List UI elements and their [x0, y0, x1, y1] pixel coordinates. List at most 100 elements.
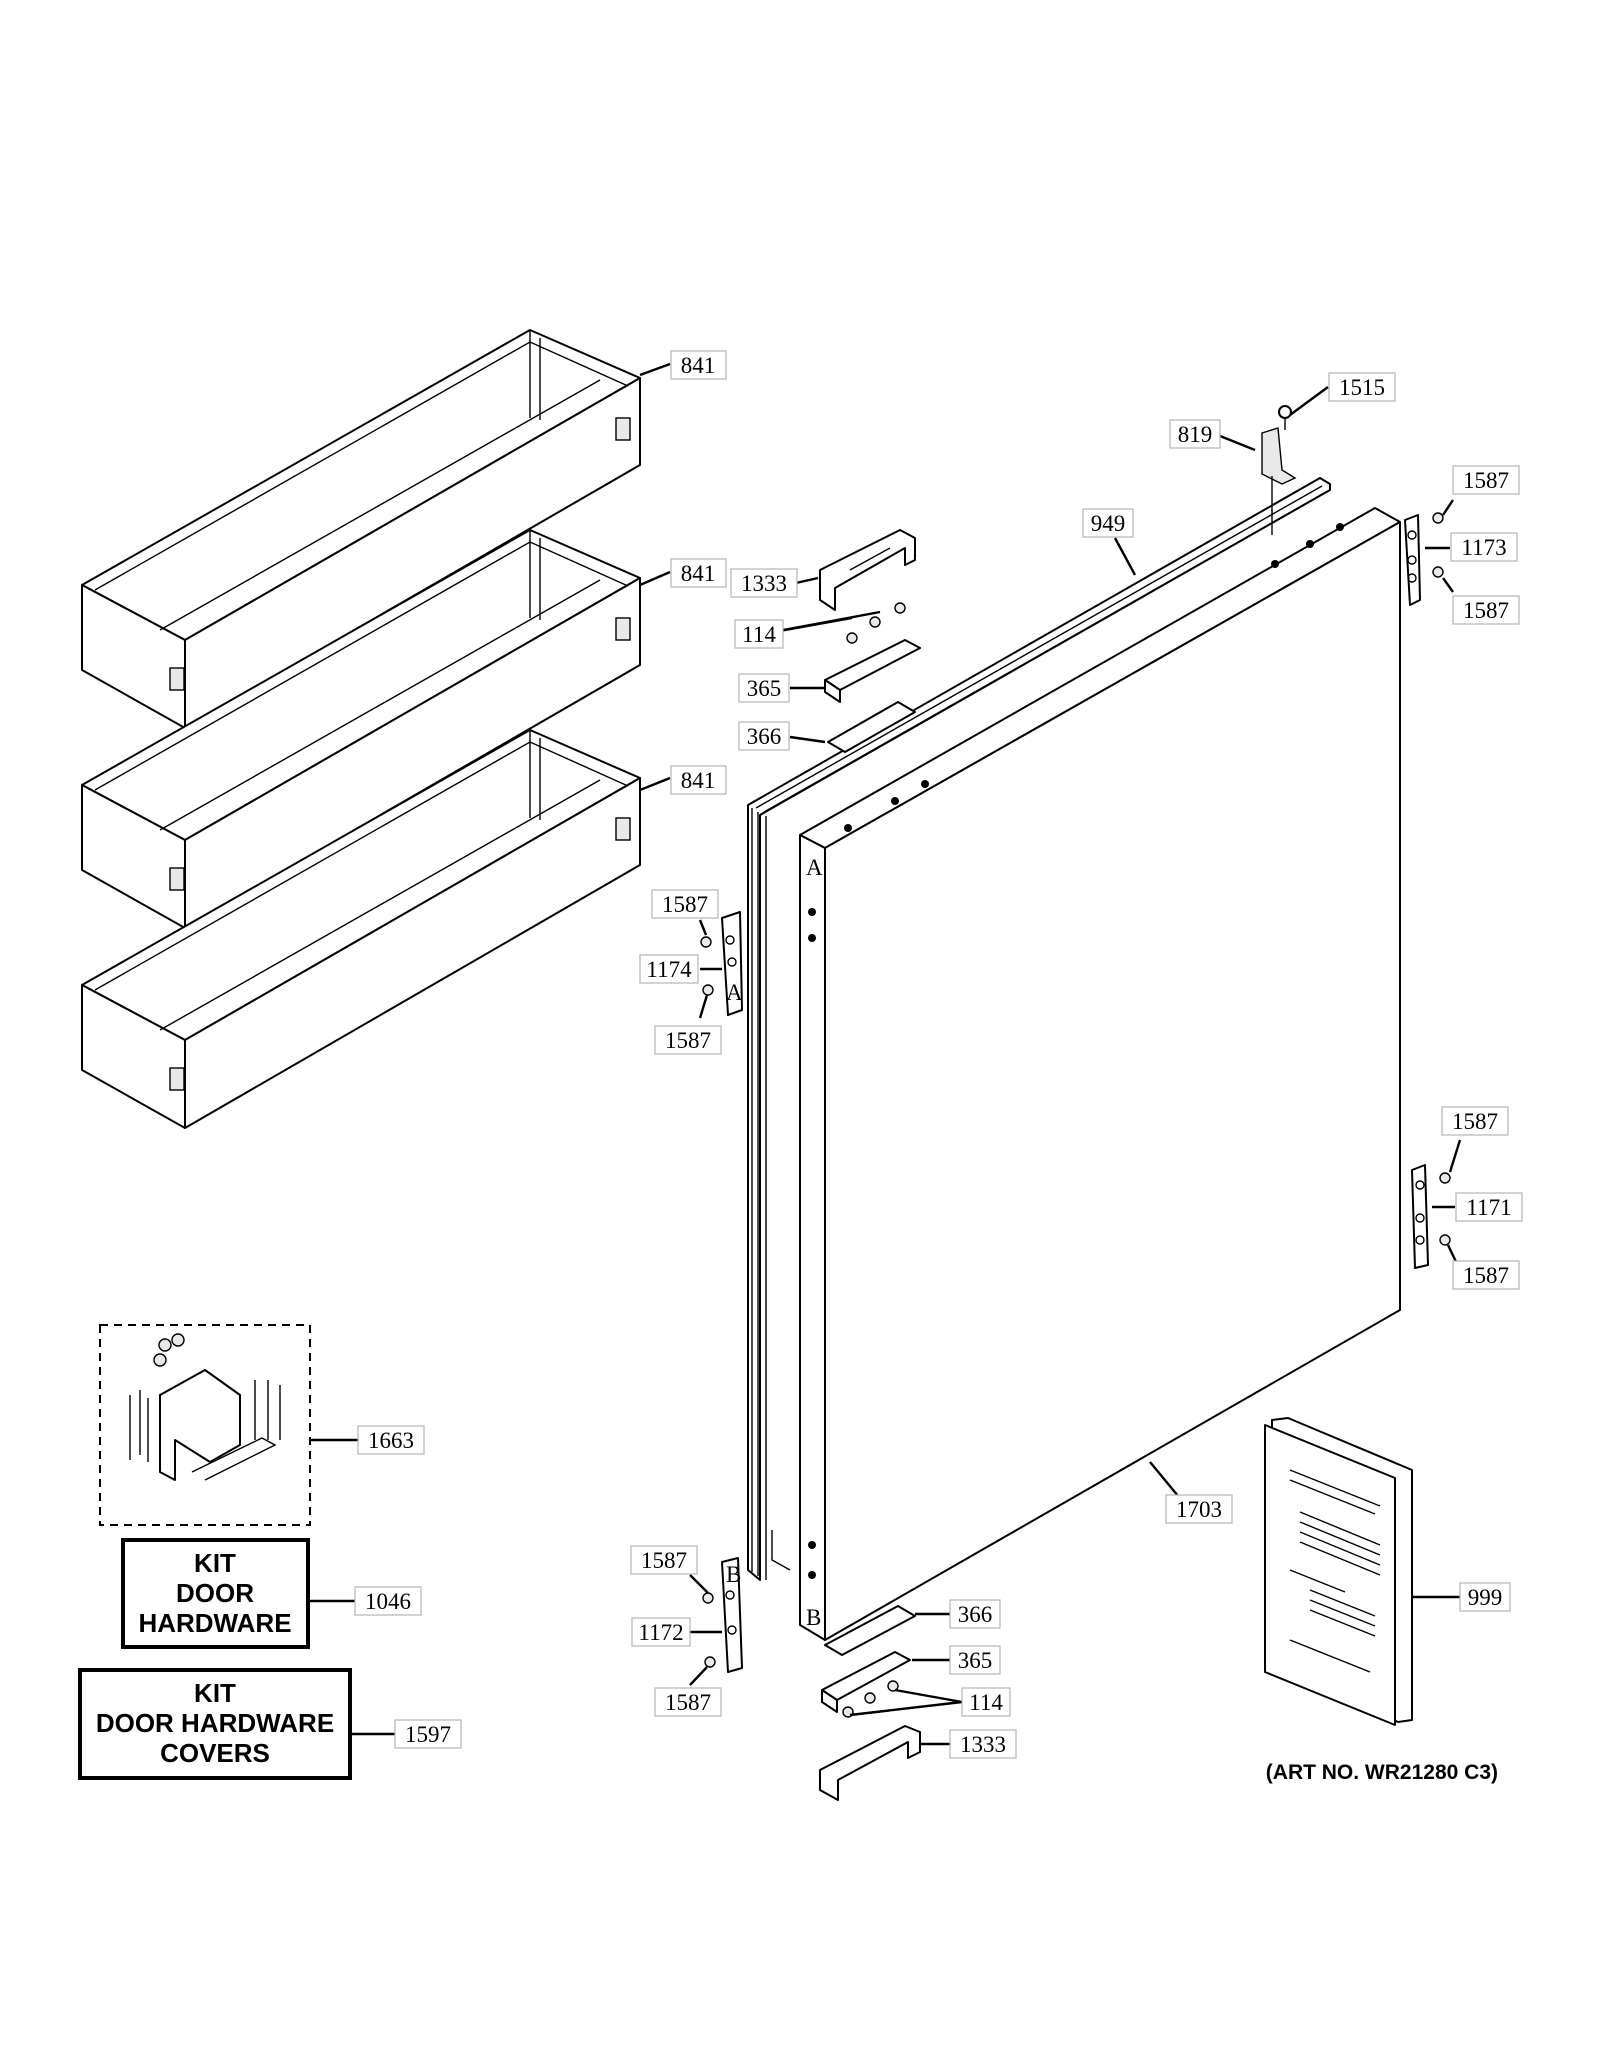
label-1587-d: 1587: [654, 1025, 722, 1055]
svg-text:1587: 1587: [1463, 468, 1509, 493]
kit-1663: [99, 1324, 311, 1526]
shim-top: [827, 701, 916, 753]
screw-icon: [869, 616, 881, 628]
kit-door-hardware-box: KIT DOOR HARDWARE: [121, 1538, 310, 1649]
svg-text:1587: 1587: [1452, 1109, 1498, 1134]
label-366-bottom: 366: [949, 1599, 1001, 1629]
door-panel: A B: [799, 507, 1401, 1641]
label-1663: 1663: [357, 1425, 425, 1455]
label-1173: 1173: [1450, 532, 1518, 562]
screw-icon: [1432, 566, 1444, 578]
top-bracket: [1261, 427, 1297, 535]
svg-text:1703: 1703: [1176, 1497, 1222, 1522]
label-1333-bottom: 1333: [949, 1729, 1017, 1759]
label-365-bottom: 365: [949, 1645, 1001, 1675]
screw-icon: [702, 984, 714, 996]
svg-text:1587: 1587: [662, 892, 708, 917]
hinge-top: [824, 639, 921, 703]
screw-1515-icon: [1278, 405, 1292, 430]
kit-door-hardware-line3: HARDWARE: [138, 1608, 291, 1638]
shim-bottom: [824, 1605, 916, 1656]
svg-text:1587: 1587: [641, 1548, 687, 1573]
door-gasket: [747, 477, 1331, 1581]
door-bin-bottom: [81, 729, 641, 1129]
svg-text:1174: 1174: [646, 957, 692, 982]
svg-text:841: 841: [681, 561, 716, 586]
svg-text:1172: 1172: [638, 1620, 683, 1645]
svg-text:1587: 1587: [1463, 598, 1509, 623]
art-number: (ART NO. WR21280 C3): [1266, 1761, 1498, 1784]
label-1333-top: 1333: [730, 568, 798, 598]
hinge-1174: A: [721, 911, 743, 1016]
hinge-marker-b: B: [806, 1605, 821, 1630]
svg-text:1333: 1333: [741, 571, 787, 596]
svg-text:999: 999: [1468, 1585, 1503, 1610]
label-819: 819: [1169, 419, 1221, 449]
kit-door-hardware-covers-box: KIT DOOR HARDWARE COVERS: [78, 1668, 352, 1780]
label-1046: 1046: [354, 1586, 422, 1616]
owners-manual: [1264, 1417, 1413, 1726]
label-1587-e: 1587: [1441, 1106, 1509, 1136]
label-1174: 1174: [639, 954, 699, 984]
hinge-1172: B: [721, 1557, 743, 1673]
label-1587-g: 1587: [630, 1545, 698, 1575]
label-1703: 1703: [1165, 1494, 1233, 1524]
svg-text:114: 114: [742, 622, 776, 647]
hinge-1173: [1404, 514, 1421, 606]
screw-icon: [1439, 1234, 1451, 1246]
label-1587-a: 1587: [1452, 465, 1520, 495]
label-1587-h: 1587: [654, 1687, 722, 1717]
label-841-middle: 841: [670, 558, 727, 588]
svg-text:1597: 1597: [405, 1722, 451, 1747]
svg-text:1173: 1173: [1461, 535, 1506, 560]
svg-text:841: 841: [681, 353, 716, 378]
label-114-top: 114: [734, 619, 784, 649]
svg-text:365: 365: [958, 1648, 993, 1673]
label-1587-c: 1587: [651, 889, 719, 919]
svg-text:1587: 1587: [665, 1690, 711, 1715]
svg-text:114: 114: [969, 1690, 1003, 1715]
svg-text:1333: 1333: [960, 1732, 1006, 1757]
hinge-1171: [1411, 1164, 1429, 1269]
svg-text:1663: 1663: [368, 1428, 414, 1453]
screw-icon: [700, 936, 712, 948]
screw-icon: [702, 1592, 714, 1604]
svg-text:841: 841: [681, 768, 716, 793]
kit-door-hardware-line2: DOOR: [176, 1578, 254, 1608]
label-949: 949: [1082, 508, 1134, 538]
label-1171: 1171: [1455, 1192, 1523, 1222]
screw-icon: [887, 1680, 899, 1692]
hinge-bottom: [821, 1651, 911, 1713]
svg-text:949: 949: [1091, 511, 1126, 536]
door-bin-top: [81, 329, 641, 729]
screw-icon: [1439, 1172, 1451, 1184]
svg-text:1515: 1515: [1339, 375, 1385, 400]
svg-text:366: 366: [747, 724, 782, 749]
label-1172: 1172: [631, 1617, 691, 1647]
screw-icon: [846, 632, 858, 644]
svg-text:1587: 1587: [1463, 1263, 1509, 1288]
screw-icon: [704, 1656, 716, 1668]
screw-icon: [1432, 512, 1444, 524]
hinge-marker-a: A: [806, 855, 823, 880]
label-1515: 1515: [1328, 372, 1396, 402]
screw-icon: [894, 602, 906, 614]
label-999: 999: [1459, 1582, 1511, 1612]
kit-door-hardware-line1: KIT: [194, 1548, 236, 1578]
hinge-cover-top: [819, 529, 916, 611]
hinge-cover-bottom: [819, 1725, 921, 1801]
label-841-top: 841: [670, 350, 727, 380]
svg-text:819: 819: [1178, 422, 1213, 447]
label-114-bottom: 114: [961, 1687, 1011, 1717]
svg-text:1587: 1587: [665, 1028, 711, 1053]
screw-icon: [864, 1692, 876, 1704]
svg-text:1046: 1046: [365, 1589, 411, 1614]
label-841-bottom: 841: [670, 765, 727, 795]
svg-text:366: 366: [958, 1602, 993, 1627]
kit-covers-line3: COVERS: [160, 1738, 270, 1768]
label-1597: 1597: [394, 1719, 462, 1749]
label-1587-b: 1587: [1452, 595, 1520, 625]
hinge-1172-letter: B: [726, 1562, 741, 1587]
door-bin-middle: [81, 529, 641, 929]
